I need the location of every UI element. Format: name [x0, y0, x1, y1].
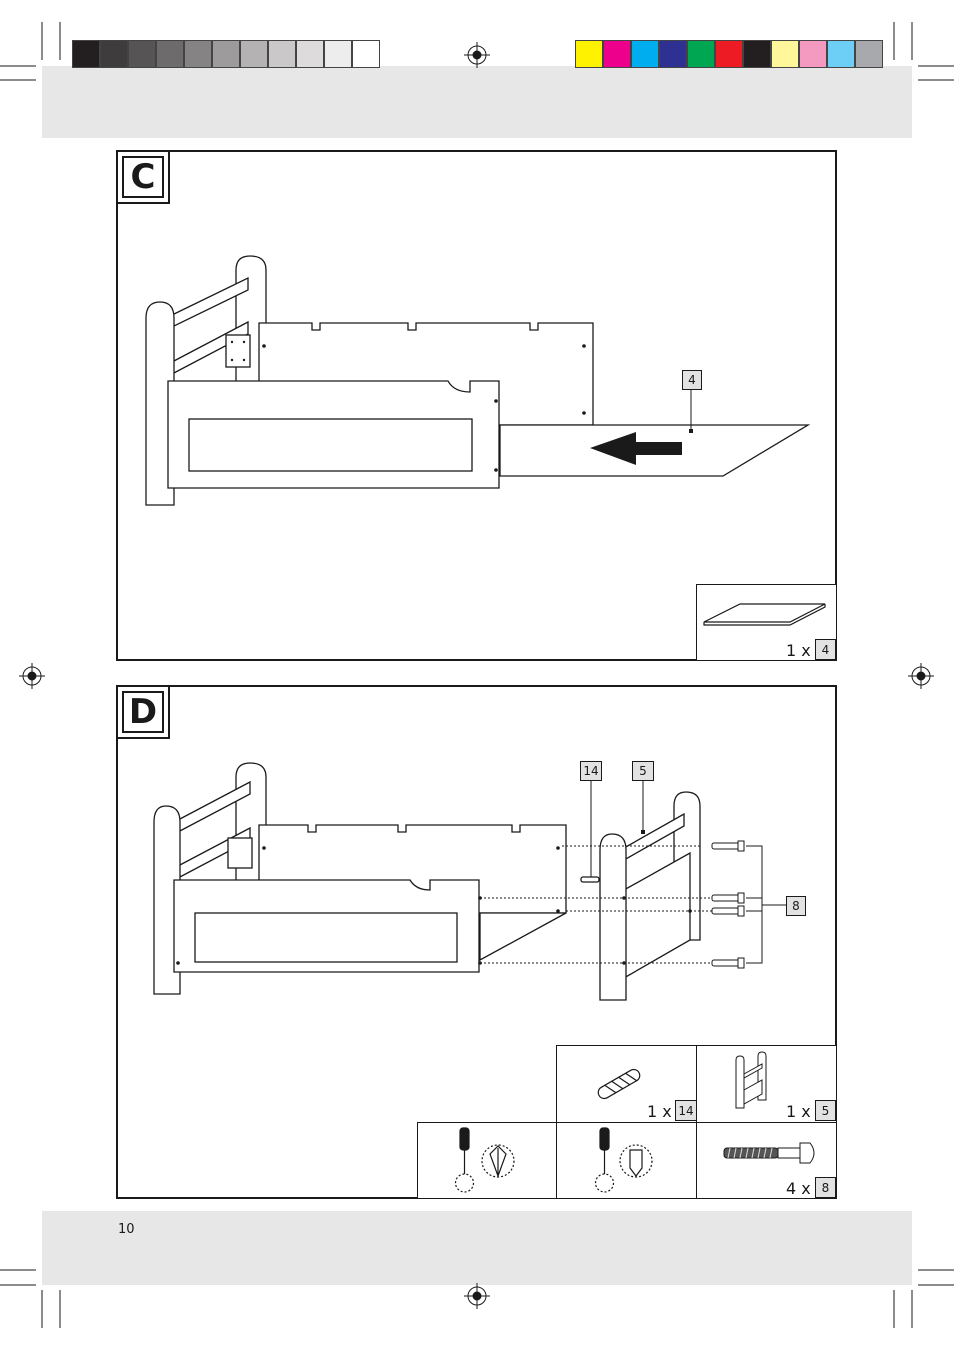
- side-panel-qty: 1 x: [786, 1102, 811, 1121]
- dowel-icon: [594, 1064, 654, 1104]
- screw-part: 8: [815, 1177, 836, 1198]
- callout-part-5: 5: [632, 761, 654, 781]
- phillips-screwdriver-icon: [450, 1126, 520, 1196]
- screw-group: [712, 841, 744, 968]
- flathead-screwdriver-icon: [590, 1126, 660, 1196]
- callout-part-14: 14: [580, 761, 602, 781]
- dowel-qty: 1 x: [647, 1102, 672, 1121]
- callout-part-8: 8: [786, 896, 806, 916]
- side-panel-part: 5: [815, 1100, 836, 1121]
- screw-icon: [722, 1140, 822, 1166]
- dowel-part: 14: [675, 1100, 697, 1121]
- side-panel-icon: [732, 1050, 772, 1112]
- screw-qty: 4 x: [786, 1179, 811, 1198]
- page-number: 10: [118, 1222, 135, 1237]
